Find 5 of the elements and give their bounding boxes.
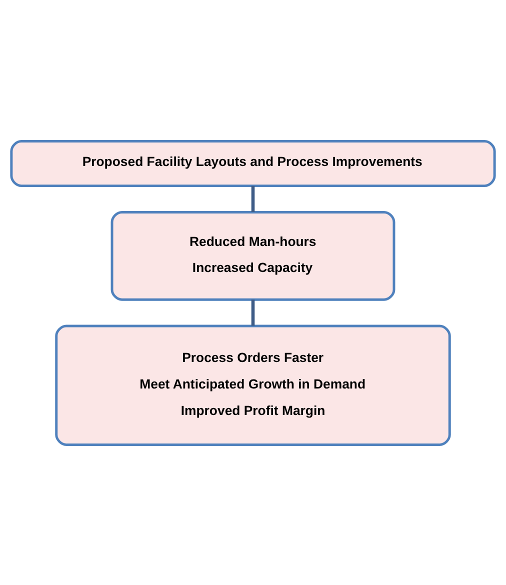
connector [251, 299, 255, 326]
node-box: Proposed Facility Layouts and Process Improvements [10, 140, 496, 187]
connector [251, 185, 255, 212]
node-box: Reduced Man-hours Increased Capacity [110, 210, 396, 300]
node-box: Process Orders Faster Meet Anticipated Growth in Demand Improved Profit Margin [55, 324, 451, 446]
